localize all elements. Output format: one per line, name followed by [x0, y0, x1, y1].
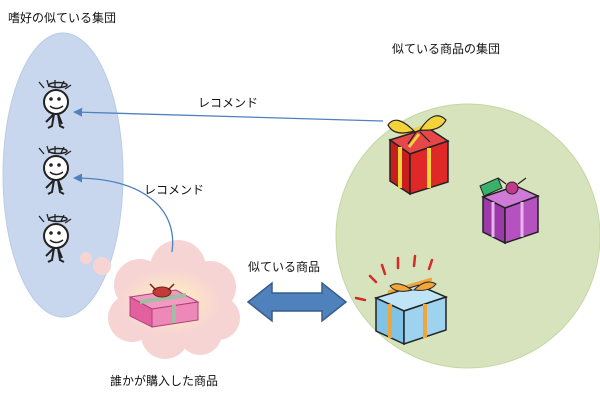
recommend-arrow-lower [73, 173, 174, 253]
person-icon [38, 145, 72, 195]
thought-bubble-trail [80, 252, 111, 275]
recommend-label-top: レコメンド [198, 96, 259, 110]
red-gift-icon [387, 115, 450, 196]
recommend-arrow-top [73, 107, 384, 122]
user-group-label: 嗜好の似ている集団 [8, 11, 117, 25]
pink-gift-icon [128, 283, 200, 328]
similar-products-double-arrow [246, 281, 348, 323]
person-icon [38, 213, 72, 263]
purple-gift-icon [479, 177, 540, 245]
recommend-label-lower: レコメンド [144, 183, 205, 197]
purchased-item-label: 誰かが購入した商品 [110, 374, 219, 388]
blue-gift-icon [354, 254, 449, 346]
similar-products-label: 似ている商品 [248, 260, 321, 274]
product-group-label: 似ている商品の集団 [392, 42, 501, 56]
person-icon [38, 79, 72, 129]
